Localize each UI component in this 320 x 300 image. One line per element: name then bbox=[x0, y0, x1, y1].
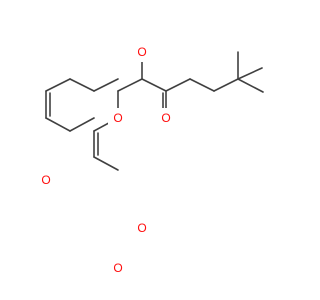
atom-label-o: O bbox=[137, 45, 146, 59]
atom-label-o: O bbox=[113, 261, 122, 275]
bond bbox=[45, 117, 71, 132]
bond bbox=[69, 117, 95, 132]
atom-label-o: O bbox=[41, 173, 50, 187]
bond bbox=[189, 78, 215, 92]
atom-labels: O O O O O O bbox=[36, 42, 176, 278]
molecule-structure-diagram: O O O O O O bbox=[36, 42, 264, 278]
bond bbox=[165, 78, 191, 92]
bond bbox=[141, 78, 167, 92]
bonds bbox=[45, 51, 264, 171]
atom-label-background bbox=[132, 42, 152, 62]
bond bbox=[237, 67, 263, 80]
atom-label-o: O bbox=[137, 221, 146, 235]
atom-label-o: O bbox=[113, 111, 122, 125]
atom-label-background bbox=[108, 108, 128, 128]
atom-label-background bbox=[108, 258, 128, 278]
bond bbox=[93, 156, 119, 171]
atom-label-o: O bbox=[161, 111, 170, 125]
atom-label-background bbox=[156, 108, 176, 128]
bond bbox=[213, 78, 239, 92]
atom-label-background bbox=[132, 218, 152, 238]
bond bbox=[93, 78, 119, 92]
bond bbox=[117, 78, 143, 92]
bond bbox=[69, 78, 95, 92]
atom-label-background bbox=[36, 170, 56, 190]
bond bbox=[45, 78, 71, 92]
bond bbox=[237, 78, 264, 93]
